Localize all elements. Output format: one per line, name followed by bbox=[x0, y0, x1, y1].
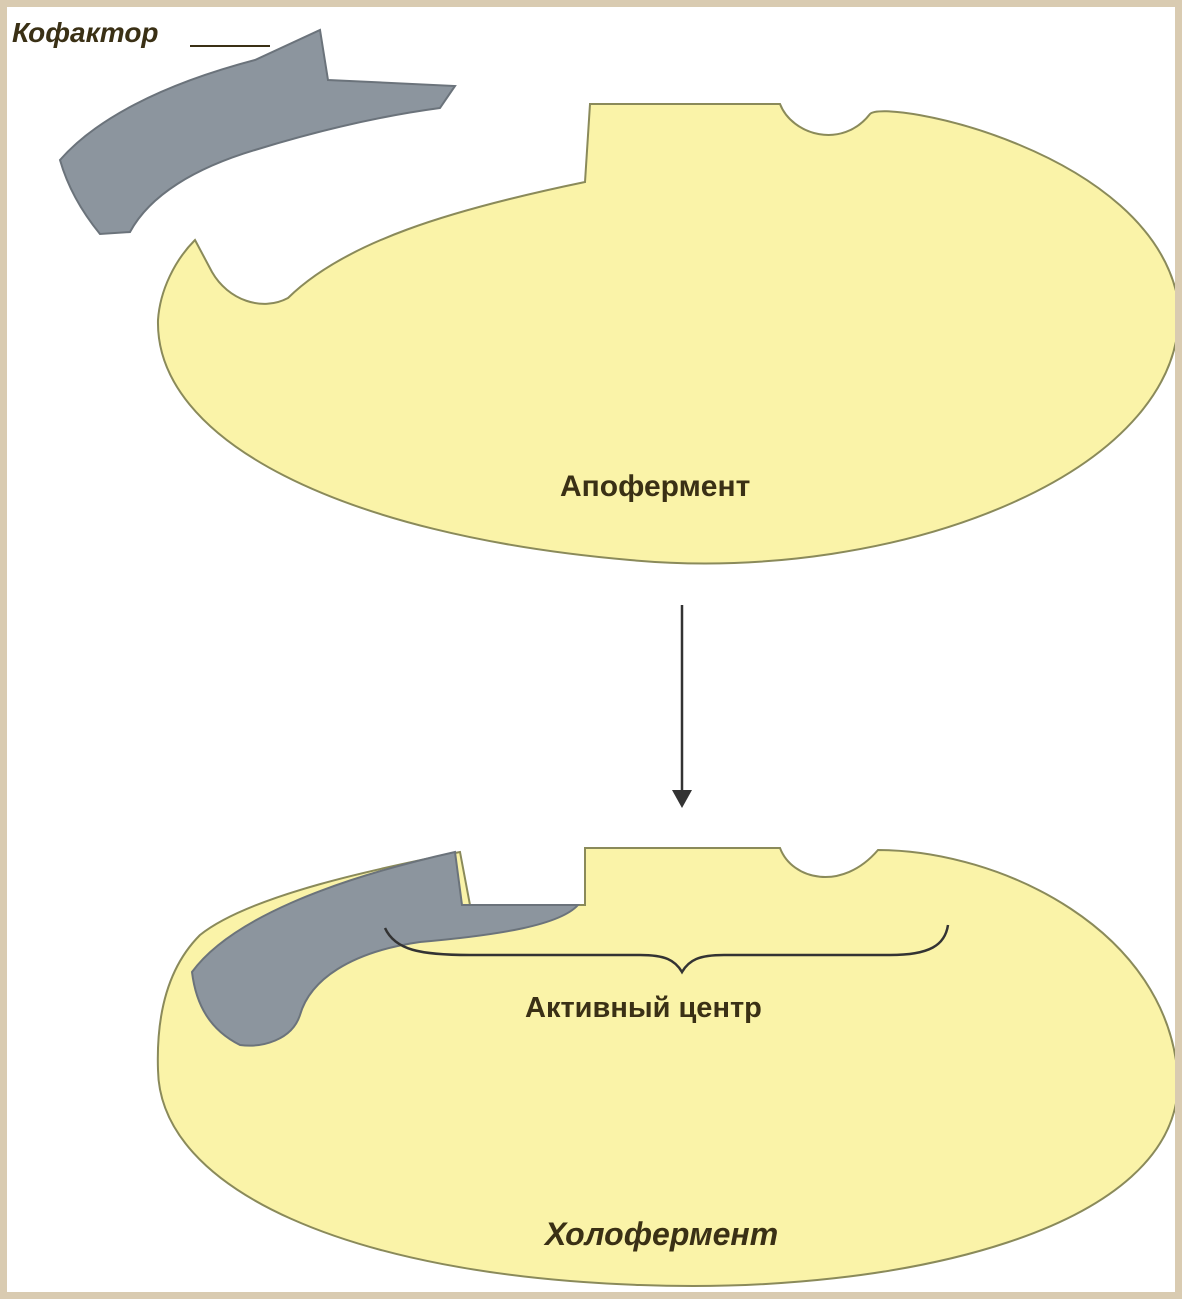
enzyme-diagram: Кофактор Апофермент Активный центр Холоф… bbox=[7, 7, 1175, 1292]
cofactor-label: Кофактор bbox=[12, 17, 159, 48]
apoenzyme-label: Апофермент bbox=[560, 470, 750, 503]
holoenzyme-label: Холофермент bbox=[543, 1216, 778, 1252]
active-center-label: Активный центр bbox=[525, 992, 762, 1024]
reaction-arrow bbox=[672, 605, 692, 808]
cofactor-shape bbox=[60, 30, 455, 234]
